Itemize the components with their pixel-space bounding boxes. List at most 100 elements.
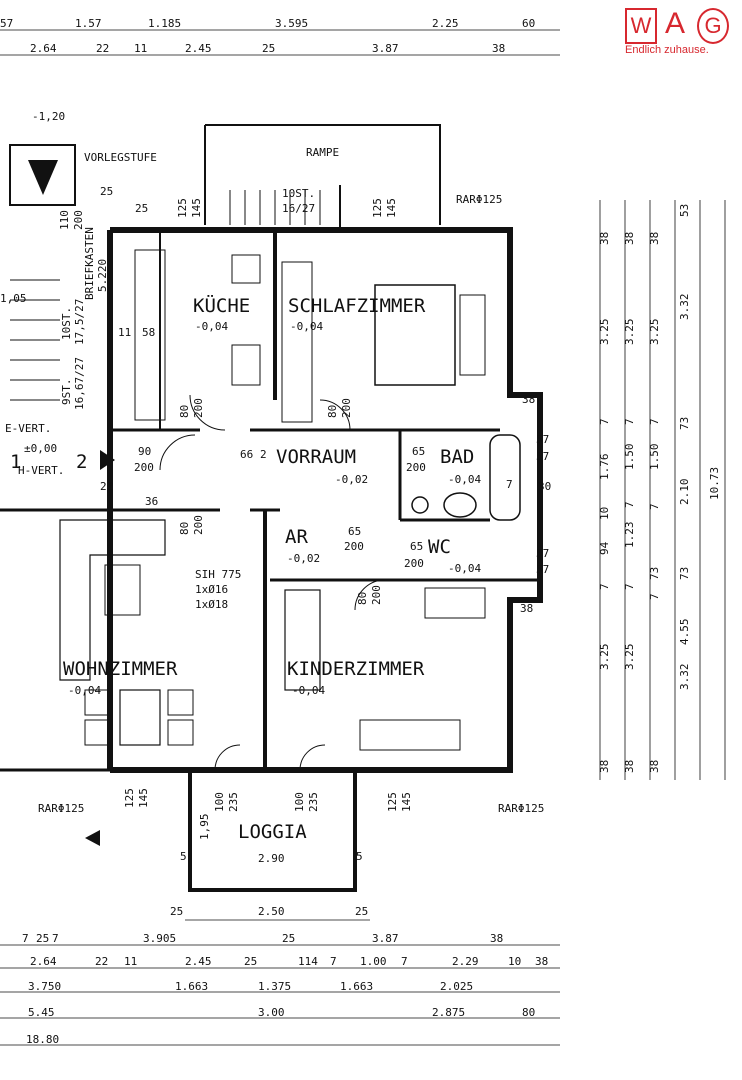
room-name-kinderzimmer: KINDERZIMMER [287,658,425,680]
dim-misc: 66 [240,448,253,461]
dim-right-col4: 53 [678,204,691,217]
dim-right-col4: 73 [678,417,691,430]
dim-right-col4: 73 [678,567,691,580]
dim-opening-door_80d: 80 [356,592,369,605]
dim-right-col1: 3.25 [598,319,611,346]
dim-bottom-row1: 25 [36,932,49,945]
wag-logo: W A G Endlich zuhause. [625,7,737,60]
dim-right-col1: 1.76 [598,454,611,481]
dim-bottom-row2: 7 [330,955,337,968]
dim-bottom-row3: 1.375 [258,980,291,993]
dim-opening-door_65bad: 200 [406,461,426,474]
logo-tagline: Endlich zuhause. [625,44,709,56]
dim-bottom-row3: 2.025 [440,980,473,993]
dim-misc: 57 [536,433,549,446]
dim-right-col4: 4.55 [678,619,691,646]
dim-opening-door_80a: 80 [178,405,191,418]
dim-opening-loggia_door1: 235 [227,792,240,812]
dim-right-col1: 7 [598,583,611,590]
section-marker-1: 1 [10,451,21,473]
room-name-schlafzimmer: SCHLAFZIMMER [288,295,426,317]
dim-loggia-side: 5 [356,850,363,863]
label-vorlegstufe: VORLEGSTUFE [84,151,157,164]
label-rar-bottom-right: RARΦ125 [498,802,544,815]
dim-opening-door_65ar: 200 [344,540,364,553]
dim-misc: 57 [536,450,549,463]
dim-right-col2: 7 [623,583,636,590]
dim-top-row1: 1.185 [148,17,181,30]
dim-top-row2: 11 [134,42,147,55]
label-stairs-top: 10ST. [282,187,315,200]
dim-right-col4: 3.32 [678,294,691,321]
dim-right-col3: 7 [648,418,661,425]
dim-opening-door_80b: 80 [326,405,339,418]
label-briefkasten: BRIEFKASTEN [83,227,96,300]
dim-opening-loggia_door2: 235 [307,792,320,812]
dim-misc: 25 [135,202,148,215]
label-h-vert: H-VERT. [18,464,64,477]
label-rar-top: RARΦ125 [456,193,502,206]
dim-loggia-flank: 25 [355,905,368,918]
dim-opening-door_80d: 200 [370,585,383,605]
dim-top-row2: 2.64 [30,42,57,55]
dim-opening-bedroom_window: 125 [371,198,384,218]
dim-opening-door_80b: 200 [340,398,353,418]
dim-bottom-row4: 2.875 [432,1006,465,1019]
dim-opening-door_65bad: 65 [412,445,425,458]
dim-bottom-row4: 5.45 [28,1006,55,1019]
dim-opening-loggia_door2: 100 [293,792,306,812]
dim-misc: 58 [142,326,155,339]
room-level-kueche: -0,04 [195,320,228,333]
dim-right-col2: 38 [623,232,636,245]
dim-opening-door_65wc: 200 [404,557,424,570]
label-stairs-10st: 10ST. [60,307,73,340]
dim-bottom-row5: 18.80 [26,1033,59,1046]
dim-bottom-row1: 25 [282,932,295,945]
section-marker-2: 2 [76,451,87,473]
dim-right-col2: 1.50 [623,444,636,471]
dim-misc: 38 [520,602,533,615]
dim-bottom-row4: 80 [522,1006,535,1019]
dim-bottom-row2: 2.45 [185,955,212,968]
dim-opening-door_65ar: 65 [348,525,361,538]
dim-right-total: 10.73 [708,467,721,500]
dim-opening-kids_window: 145 [400,792,413,812]
dim-misc: 38 [522,393,535,406]
dim-top-row1: 60 [522,17,535,30]
dim-top-row1: 57 [0,17,13,30]
label-stairs-16677: 16,67/27 [73,357,86,410]
dim-bottom-row1: 3.905 [143,932,176,945]
dim-opening-door_90: 90 [138,445,151,458]
dim-bottom-row2: 38 [535,955,548,968]
dim-misc: 7 [506,478,513,491]
dim-misc: 36 [145,495,158,508]
section-arrow-top-icon [28,160,58,195]
dim-bottom-row2: 25 [244,955,257,968]
dim-right-col3: 7 [648,593,661,600]
logo-letter-a: A [664,7,685,40]
logo-letter-g: G [697,8,729,44]
dim-loggia-outer: 2.50 [258,905,285,918]
room-level-vorraum: -0,02 [335,473,368,486]
dim-opening-loggia_door1: 100 [213,792,226,812]
dim-loggia-flank: 25 [170,905,183,918]
room-level-schlafzimmer: -0,04 [290,320,323,333]
dim-top-row2: 25 [262,42,275,55]
dim-top-row1: 3.595 [275,17,308,30]
dim-bottom-row3: 3.750 [28,980,61,993]
label-e-vert: E-VERT. [5,422,51,435]
dim-opening-kids_window: 125 [386,792,399,812]
dim-right-col3: 38 [648,760,661,773]
label-level-000: ±0,00 [24,442,57,455]
dim-bottom-row2: 114 [298,955,318,968]
dim-bottom-row1: 3.87 [372,932,399,945]
dim-bottom-row2: 2.29 [452,955,479,968]
room-level-ar: -0,02 [287,552,320,565]
dim-right-col2: 1.23 [623,522,636,549]
dim-right-col1: 10 [598,507,611,520]
dim-loggia-side: 5 [180,850,187,863]
dim-right-col4: 2.10 [678,479,691,506]
dim-right-col2: 7 [623,501,636,508]
